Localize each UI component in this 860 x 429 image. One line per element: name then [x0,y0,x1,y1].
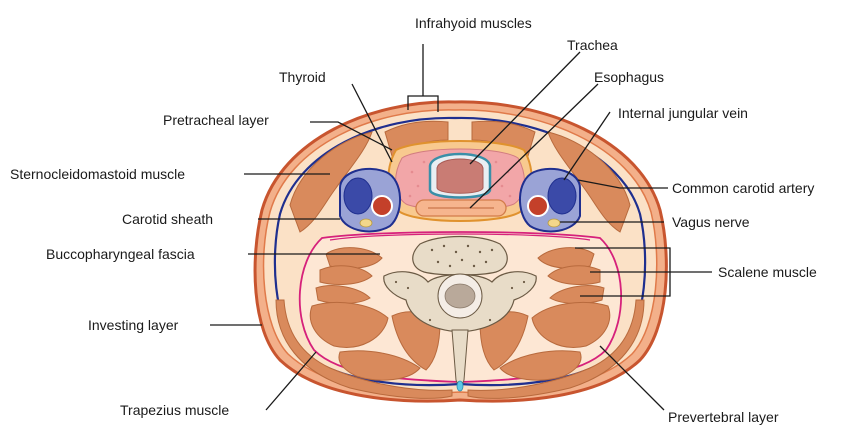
label-prevertebral-layer: Prevertebral layer [668,409,779,425]
label-buccopharyngeal-fascia: Buccopharyngeal fascia [46,246,195,262]
label-trapezius-muscle: Trapezius muscle [120,402,229,418]
label-carotid-sheath: Carotid sheath [122,211,213,227]
label-esophagus: Esophagus [594,69,664,85]
vertebral-body [413,237,507,276]
label-common-carotid-artery: Common carotid artery [672,180,814,196]
label-trachea: Trachea [567,37,618,53]
internal-jugular-vein-right [548,178,576,214]
label-infrahyoid-muscles: Infrahyoid muscles [415,15,532,31]
label-internal-jugular-vein: Internal jungular vein [618,105,748,121]
label-scalene-muscle: Scalene muscle [718,264,817,280]
internal-jugular-vein-left [344,178,372,214]
vagus-nerve-right [548,219,560,227]
label-sternocleidomastoid-muscle: Sternocleidomastoid muscle [10,166,185,182]
vagus-nerve-left [360,219,372,227]
carotid-sheath-left [340,169,400,232]
spinal-cord [445,284,475,308]
trachea-lumen [437,159,483,193]
label-pretracheal-layer: Pretracheal layer [163,112,269,128]
label-vagus-nerve: Vagus nerve [672,214,750,230]
label-thyroid: Thyroid [279,69,326,85]
label-investing-layer: Investing layer [88,317,179,333]
common-carotid-artery-left [372,196,392,216]
nuchal-ligament [457,381,463,391]
common-carotid-artery-right [528,196,548,216]
